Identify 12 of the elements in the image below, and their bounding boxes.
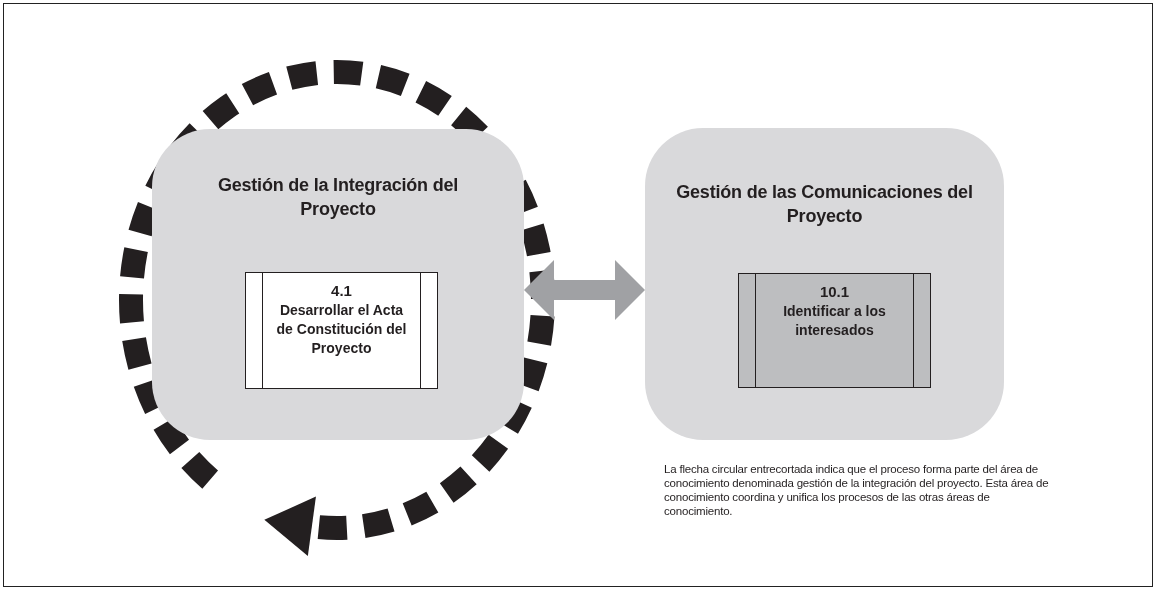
process-number: 10.1 xyxy=(819,282,850,302)
process-name: Identificar a los interesados xyxy=(782,302,887,340)
process-number: 4.1 xyxy=(331,281,352,301)
process-name: Desarrollar el Acta de Constitución del Proyecto xyxy=(275,301,408,358)
knowledge-area-panel xyxy=(152,129,524,440)
area-title: Gestión de la Integración del Proyecto xyxy=(216,174,460,221)
double-arrow xyxy=(524,260,645,320)
process-box xyxy=(738,273,931,388)
process-box xyxy=(245,272,438,389)
knowledge-area-panel xyxy=(645,128,1004,440)
explanatory-note: La flecha circular entrecortada indica que el proceso forma parte del área de conocimiento denominada gestión de la integración del proyecto. Esta área de conocimiento coordina y unifica los procesos de las otras áreas de conocimiento. xyxy=(664,462,1050,518)
area-title: Gestión de las Comunicaciones del Proyecto xyxy=(675,181,974,228)
